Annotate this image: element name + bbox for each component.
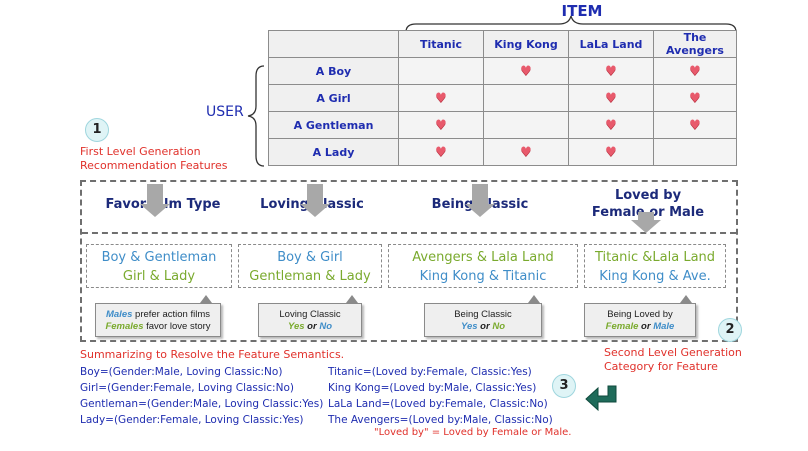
matrix-cell: ♥ bbox=[653, 57, 737, 85]
matrix-cell: ♥ bbox=[398, 111, 484, 139]
user-semantic: Girl=(Gender:Female, Loving Classic:No) bbox=[80, 382, 294, 394]
group-line: King Kong & Titanic bbox=[419, 269, 547, 284]
matrix-cell: ♥ bbox=[568, 111, 654, 139]
matrix-row: A Girl ♥ ♥ ♥ bbox=[268, 84, 737, 112]
heart-icon: ♥ bbox=[520, 63, 532, 79]
bubble-tail bbox=[200, 295, 212, 303]
user-label: USER bbox=[206, 104, 244, 120]
heart-icon: ♥ bbox=[605, 117, 617, 133]
matrix-header-row: Titanic King Kong LaLa Land The Avengers bbox=[268, 30, 737, 58]
bubble-tail bbox=[528, 295, 540, 303]
matrix-cell: ♥ bbox=[398, 84, 484, 112]
matrix-cell: ♥ bbox=[483, 57, 569, 85]
matrix-cell: ♥ bbox=[653, 84, 737, 112]
step-2-description: Second Level Generation Category for Fea… bbox=[604, 346, 742, 374]
bubble-loving-classic: Loving Classic Yes or No bbox=[258, 303, 362, 337]
column-header: Titanic bbox=[398, 30, 484, 58]
group-line: Boy & Gentleman bbox=[101, 250, 217, 265]
row-header: A Girl bbox=[268, 84, 399, 112]
matrix-cell bbox=[483, 84, 569, 112]
matrix-cell bbox=[483, 111, 569, 139]
item-semantic: The Avengers=(Loved by:Male, Classic:No) bbox=[328, 414, 553, 426]
return-arrow-icon bbox=[585, 385, 617, 412]
column-header: King Kong bbox=[483, 30, 569, 58]
heart-icon: ♥ bbox=[689, 117, 701, 133]
step-3-badge: 3 bbox=[552, 374, 576, 398]
group-line: Boy & Girl bbox=[277, 250, 343, 265]
step-2-line2: Category for Feature bbox=[604, 360, 718, 373]
heart-icon: ♥ bbox=[605, 63, 617, 79]
matrix-cell: ♥ bbox=[398, 138, 484, 166]
item-label: ITEM bbox=[561, 2, 603, 20]
group-box-loving-classic: Boy & Girl Gentleman & Lady bbox=[238, 244, 382, 288]
heart-icon: ♥ bbox=[605, 144, 617, 160]
group-line: Titanic &Lala Land bbox=[594, 250, 716, 265]
group-box-being-classic: Avengers & Lala Land King Kong & Titanic bbox=[388, 244, 578, 288]
heart-icon: ♥ bbox=[605, 90, 617, 106]
matrix-row: A Boy ♥ ♥ ♥ bbox=[268, 57, 737, 85]
step-2-badge: 2 bbox=[718, 318, 742, 342]
user-semantics-list: Boy=(Gender:Male, Loving Classic:No) Gir… bbox=[80, 364, 323, 428]
matrix-row: A Gentleman ♥ ♥ ♥ bbox=[268, 111, 737, 139]
heart-icon: ♥ bbox=[435, 117, 447, 133]
heart-icon: ♥ bbox=[520, 144, 532, 160]
user-semantic: Gentleman=(Gender:Male, Loving Classic:Y… bbox=[80, 398, 324, 410]
step-1-description: First Level Generation Recommendation Fe… bbox=[80, 145, 227, 173]
group-box-gender: Boy & Gentleman Girl & Lady bbox=[86, 244, 232, 288]
heart-icon: ♥ bbox=[435, 90, 447, 106]
column-header: The Avengers bbox=[653, 30, 737, 58]
user-brace bbox=[247, 65, 265, 167]
item-semantic: Titanic=(Loved by:Female, Classic:Yes) bbox=[328, 366, 532, 378]
semantics-heading: Summarizing to Resolve the Feature Seman… bbox=[80, 348, 345, 361]
heart-icon: ♥ bbox=[689, 90, 701, 106]
loved-by-note: "Loved by" = Loved by Female or Male. bbox=[374, 427, 572, 438]
row-header: A Gentleman bbox=[268, 111, 399, 139]
step-1-badge: 1 bbox=[85, 118, 109, 142]
matrix-cell bbox=[653, 138, 737, 166]
bubble-loved-by: Being Loved by Female or Male bbox=[584, 303, 696, 337]
user-item-matrix: Titanic King Kong LaLa Land The Avengers… bbox=[268, 30, 737, 166]
item-brace bbox=[405, 15, 737, 33]
bubble-tail bbox=[346, 295, 358, 303]
matrix-cell: ♥ bbox=[568, 57, 654, 85]
column-header: LaLa Land bbox=[568, 30, 654, 58]
bubble-tail bbox=[680, 295, 692, 303]
group-box-loved-by: Titanic &Lala Land King Kong & Ave. bbox=[584, 244, 726, 288]
heart-icon: ♥ bbox=[435, 144, 447, 160]
user-semantic: Boy=(Gender:Male, Loving Classic:No) bbox=[80, 366, 283, 378]
group-line: Avengers & Lala Land bbox=[412, 250, 554, 265]
group-line: King Kong & Ave. bbox=[599, 269, 711, 284]
matrix-cell: ♥ bbox=[483, 138, 569, 166]
matrix-cell: ♥ bbox=[653, 111, 737, 139]
group-line: Girl & Lady bbox=[122, 269, 196, 284]
down-arrow-icon bbox=[631, 212, 661, 233]
step-2-line1: Second Level Generation bbox=[604, 346, 742, 359]
down-arrow-icon bbox=[140, 184, 170, 217]
group-line: Gentleman & Lady bbox=[249, 269, 371, 284]
matrix-cell bbox=[398, 57, 484, 85]
bubble-being-classic: Being Classic Yes or No bbox=[424, 303, 542, 337]
down-arrow-icon bbox=[300, 184, 330, 217]
item-semantic: LaLa Land=(Loved by:Female, Classic:No) bbox=[328, 398, 548, 410]
matrix-cell: ♥ bbox=[568, 138, 654, 166]
down-arrow-icon bbox=[465, 184, 495, 217]
matrix-corner bbox=[268, 30, 399, 58]
user-semantic: Lady=(Gender:Female, Loving Classic:Yes) bbox=[80, 414, 304, 426]
row-header: A Lady bbox=[268, 138, 399, 166]
features-frame bbox=[80, 180, 738, 342]
item-semantics-list: Titanic=(Loved by:Female, Classic:Yes) K… bbox=[328, 364, 553, 428]
heart-icon: ♥ bbox=[689, 63, 701, 79]
step-1-line1: First Level Generation bbox=[80, 145, 201, 158]
matrix-cell: ♥ bbox=[568, 84, 654, 112]
step-1-line2: Recommendation Features bbox=[80, 159, 228, 172]
row-header: A Boy bbox=[268, 57, 399, 85]
item-semantic: King Kong=(Loved by:Male, Classic:Yes) bbox=[328, 382, 537, 394]
matrix-row: A Lady ♥ ♥ ♥ bbox=[268, 138, 737, 166]
bubble-film-type: Males prefer action films Females favor … bbox=[95, 303, 221, 337]
features-divider bbox=[82, 232, 736, 234]
